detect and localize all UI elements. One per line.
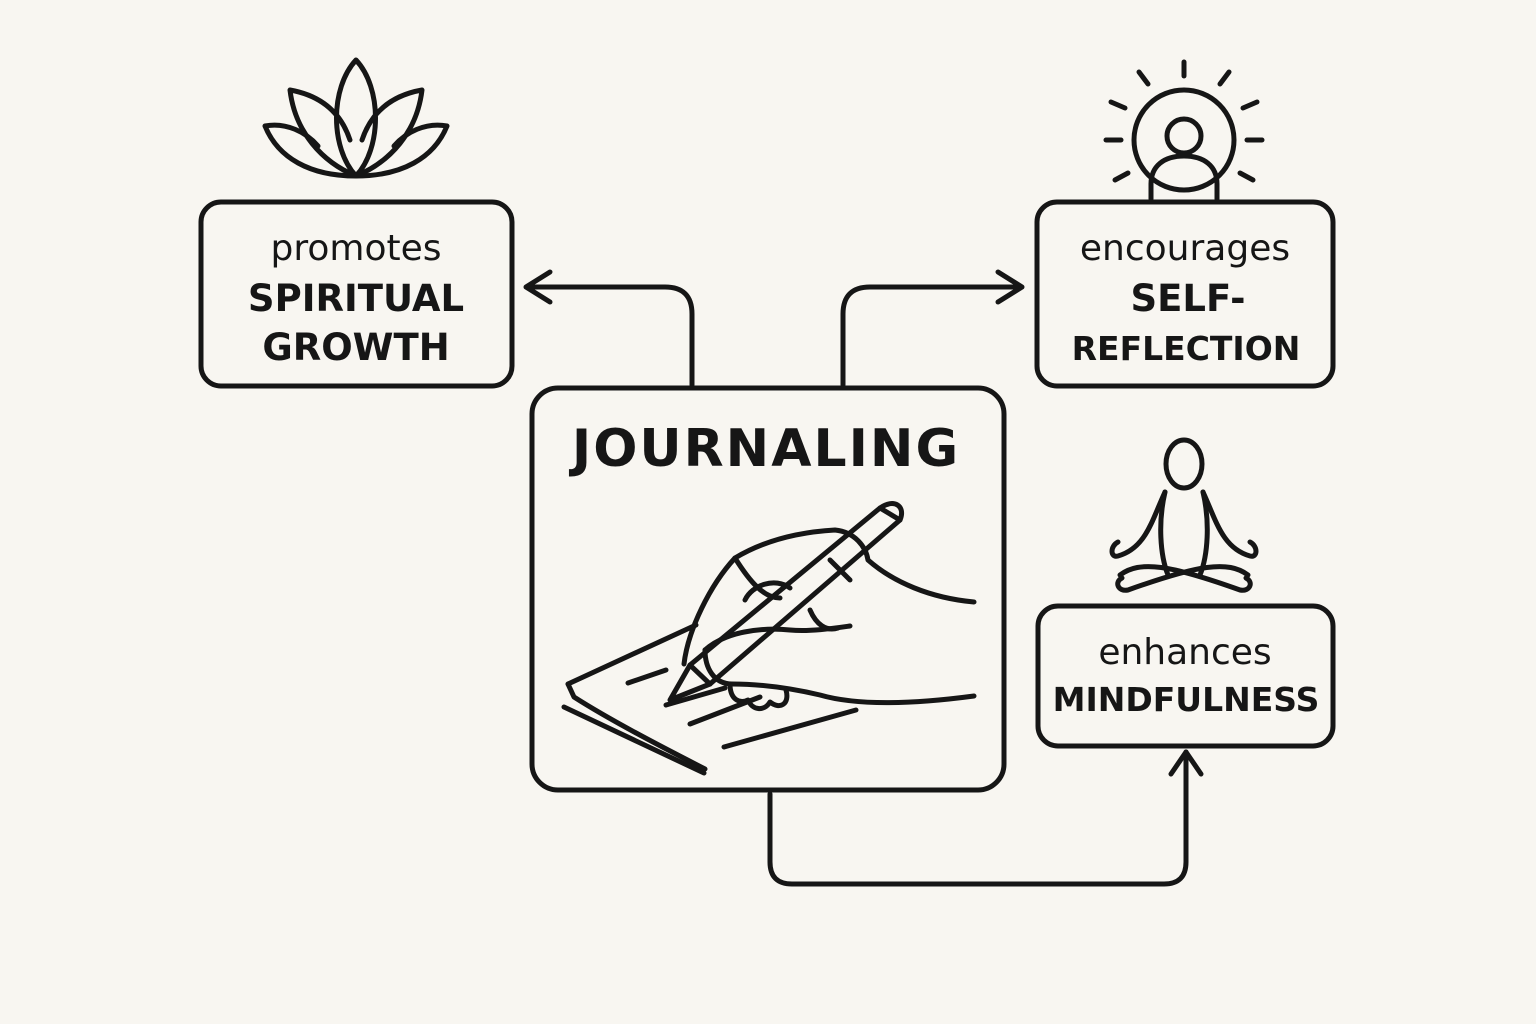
self-reflection-line1: SELF- — [1131, 277, 1246, 320]
spiritual-growth-node: promotes SPIRITUAL GROWTH — [198, 199, 515, 389]
self-reflection-node: encourages SELF- REFLECTION — [1034, 199, 1336, 389]
arrowhead-spiritual-growth — [523, 269, 553, 305]
journaling-title: JOURNALING — [569, 419, 960, 479]
connector-to-self-reflection — [840, 284, 1023, 388]
mindfulness-line1: MINDFULNESS — [1053, 680, 1320, 719]
self-reflection-box — [1034, 199, 1336, 389]
lotus-icon — [262, 57, 450, 179]
spiritual-growth-line1: SPIRITUAL — [248, 277, 464, 320]
spiritual-growth-box — [198, 199, 515, 389]
journaling-box — [529, 385, 1007, 793]
arrowhead-self-reflection — [995, 269, 1025, 305]
writing-hand-icon — [561, 501, 977, 776]
connector-to-spiritual-growth — [525, 284, 695, 388]
self-reflection-line2: REFLECTION — [1072, 329, 1301, 368]
arrowhead-mindfulness — [1168, 749, 1204, 777]
mindfulness-verb: enhances — [1098, 632, 1271, 673]
connector-to-mindfulness — [767, 749, 1189, 887]
self-reflection-verb: encourages — [1080, 228, 1290, 269]
mindfulness-node: enhances MINDFULNESS — [1035, 603, 1336, 749]
connectors — [523, 269, 1204, 887]
journaling-node: JOURNALING — [529, 385, 1007, 793]
radiant-person-icon — [1103, 59, 1265, 202]
spiritual-growth-line2: GROWTH — [262, 326, 449, 369]
spiritual-growth-verb: promotes — [271, 228, 442, 269]
meditation-icon — [1109, 437, 1259, 593]
mindfulness-box — [1035, 603, 1336, 749]
